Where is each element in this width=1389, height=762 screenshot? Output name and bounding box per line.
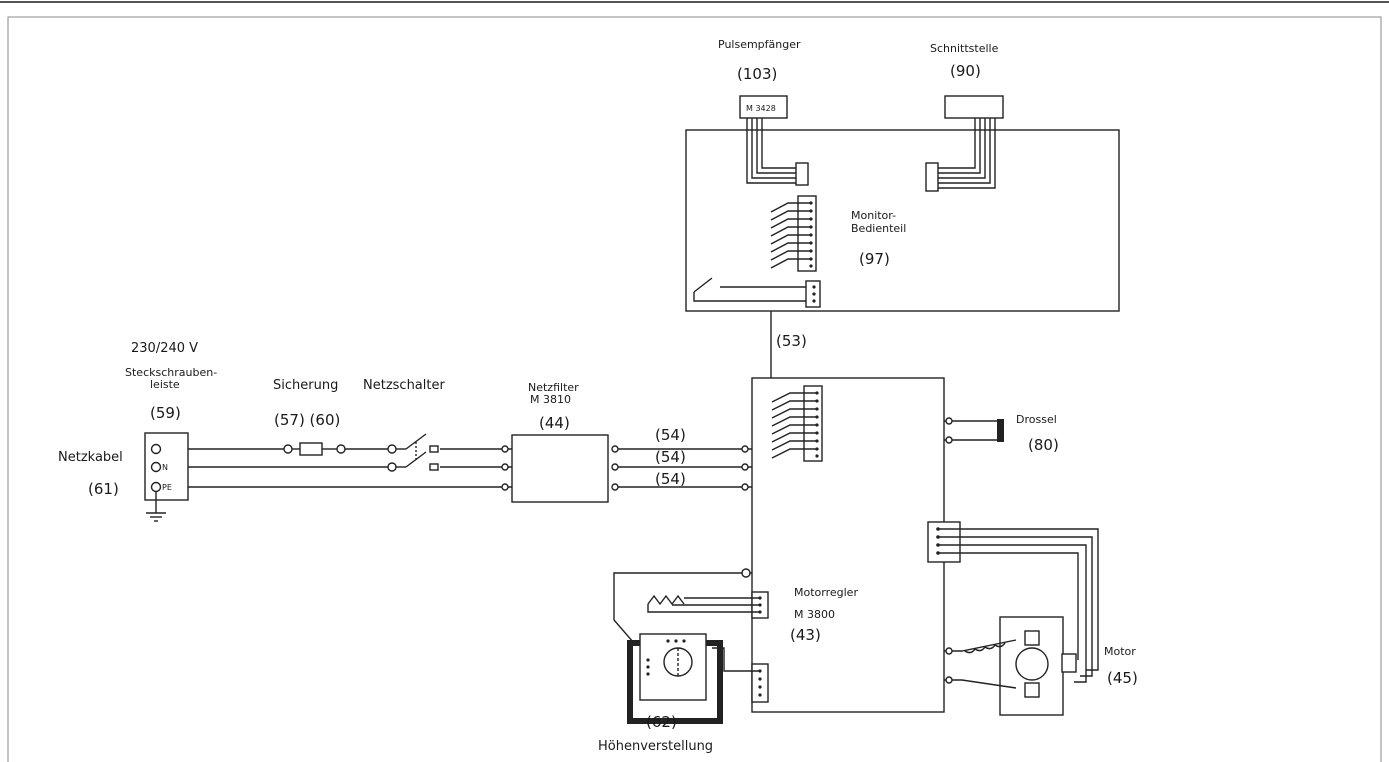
interface-label: Schnittstelle (930, 42, 999, 55)
motor-connector (927, 521, 1099, 683)
motor-controller-label-2: M 3800 (794, 608, 835, 621)
height-adjustment (613, 568, 769, 724)
pulse-receiver-label: Pulsempfänger (718, 38, 801, 51)
terminal-n-label: N (162, 463, 168, 472)
monitor-connector (770, 195, 817, 272)
mains-filter-label-2: M 3810 (530, 393, 571, 406)
motor-controller-label-1: Motorregler (794, 586, 858, 599)
fuse-ref: (57) (60) (274, 411, 340, 429)
height-adjustment-ref: (62) (646, 713, 677, 731)
monitor-panel-box (685, 129, 1120, 312)
monitor-ref: (97) (859, 250, 890, 268)
diagram-frame (7, 16, 1382, 762)
wire-54b-label: (54) (655, 448, 686, 466)
height-adjustment-label: Höhenverstellung (598, 739, 713, 754)
mains-wires (188, 448, 512, 488)
monitor-label-1: Monitor- (851, 209, 896, 222)
motor (944, 616, 1077, 716)
mains-cable-label: Netzkabel (58, 450, 123, 465)
filter-to-controller-wires (618, 445, 752, 491)
cable-53-label: (53) (776, 332, 807, 350)
terminal-strip-label-2: leiste (150, 378, 180, 391)
terminal-strip-label-1: Steckschrauben- (125, 366, 217, 379)
voltage-label: 230/240 V (131, 341, 198, 356)
mains-switch-label: Netzschalter (363, 378, 445, 393)
wire-54a-label: (54) (655, 426, 686, 444)
ground-icon (146, 492, 166, 522)
choke (944, 417, 1004, 444)
pulse-receiver-chip (739, 95, 788, 119)
mains-cable-ref: (61) (88, 480, 119, 498)
terminal-strip-ref: (59) (150, 404, 181, 422)
interface-connector (944, 95, 1004, 119)
mains-filter-label-1: Netzfilter (528, 381, 579, 394)
monitor-switch (693, 277, 821, 308)
pulse-receiver-ref: (103) (737, 65, 777, 83)
mains-filter-box (511, 434, 609, 503)
motor-ref: (45) (1107, 669, 1138, 687)
wire-54c-label: (54) (655, 470, 686, 488)
interface-ref: (90) (950, 62, 981, 80)
motor-controller-ref: (43) (790, 626, 821, 644)
motor-controller-box (751, 377, 945, 713)
monitor-label-2: Bedienteil (851, 222, 906, 235)
pulse-receiver-wires (746, 118, 809, 186)
pulse-receiver-chip-label: M 3428 (746, 104, 776, 113)
controller-connector-top (771, 385, 823, 462)
fuse (283, 442, 346, 456)
choke-label: Drossel (1016, 413, 1057, 426)
interface-wires (925, 118, 996, 192)
motor-label: Motor (1104, 645, 1136, 658)
mains-filter-ref: (44) (539, 414, 570, 432)
terminal-pe-label: PE (162, 483, 172, 492)
fuse-label: Sicherung (273, 378, 338, 393)
choke-ref: (80) (1028, 436, 1059, 454)
mains-switch (387, 433, 439, 472)
